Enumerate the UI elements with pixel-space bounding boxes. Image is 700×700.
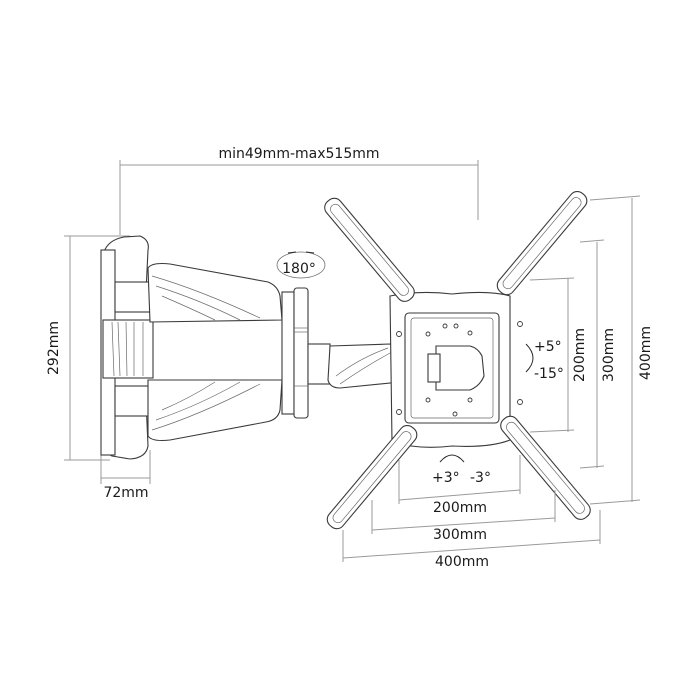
wall-plate-depth-label: 72mm bbox=[103, 485, 148, 501]
vesa-vertical-400: 400mm bbox=[638, 326, 654, 380]
extension-dimension: min49mm-max515mm bbox=[119, 146, 479, 235]
wall-plate bbox=[100, 235, 156, 460]
tilt-down-label: -15° bbox=[534, 366, 564, 382]
tv-bracket-plate bbox=[389, 291, 523, 448]
level-minus-label: -3° bbox=[470, 470, 491, 486]
extension-label: min49mm-max515mm bbox=[218, 146, 379, 162]
tilt-up-label: +5° bbox=[534, 339, 562, 355]
bracket-arm-top-right bbox=[496, 191, 588, 296]
wall-plate-height-label: 292mm bbox=[46, 321, 62, 375]
bracket-arm-top-left bbox=[324, 197, 415, 302]
vesa-horizontal-400: 400mm bbox=[435, 554, 489, 570]
swivel-indicator: 180° bbox=[276, 251, 326, 279]
vesa-vertical-200: 200mm bbox=[572, 328, 588, 382]
bracket-arm-bottom-left bbox=[326, 425, 418, 530]
hinge-joint bbox=[293, 287, 309, 419]
vesa-horizontal-dimensions: 200mm 300mm 400mm bbox=[342, 455, 601, 570]
vesa-horizontal-300: 300mm bbox=[433, 527, 487, 543]
tilt-indicator: +5° -15° bbox=[525, 339, 564, 382]
level-indicator: +3° -3° bbox=[432, 454, 491, 486]
vesa-vertical-dimensions: 200mm 300mm 400mm bbox=[529, 195, 654, 505]
wall-plate-depth-dimension: 72mm bbox=[100, 450, 151, 501]
upper-arm bbox=[147, 262, 295, 442]
wall-plate-height-dimension: 292mm bbox=[46, 235, 130, 461]
swivel-label: 180° bbox=[282, 261, 316, 277]
level-plus-label: +3° bbox=[432, 470, 460, 486]
vesa-horizontal-200: 200mm bbox=[433, 500, 487, 516]
vesa-vertical-300: 300mm bbox=[601, 328, 617, 382]
bracket-arm-bottom-right bbox=[500, 415, 591, 520]
lower-arm bbox=[307, 343, 401, 389]
